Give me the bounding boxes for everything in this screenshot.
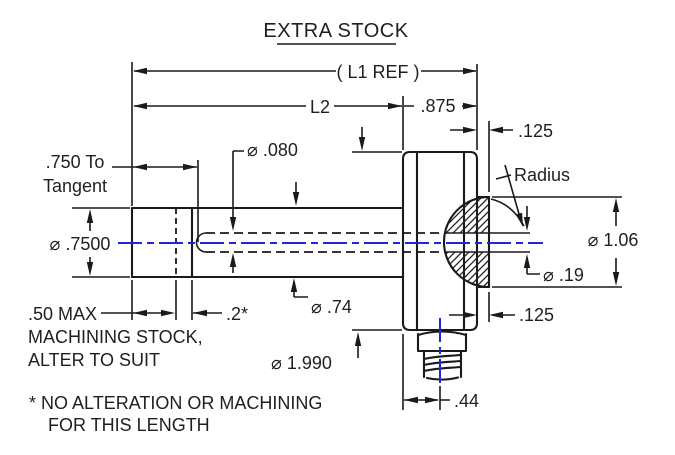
- sphere-steps: [475, 195, 491, 289]
- dim-tangent-label-2: Tangent: [43, 176, 107, 196]
- title-block: EXTRA STOCK: [263, 20, 408, 45]
- drawing-title: EXTRA STOCK: [263, 20, 408, 42]
- footnote-line-1: * NO ALTERATION OR MACHINING: [29, 393, 322, 413]
- dim-50-max-stock: .50 MAX MACHINING STOCK, ALTER TO SUIT: [28, 280, 203, 370]
- dim-125-bottom-label: .125: [519, 305, 554, 325]
- head-corner-tangent-lines: [415, 151, 466, 331]
- dim-44: .44: [402, 334, 479, 411]
- dim-dia-1990: ⌀ 1.990: [271, 127, 402, 373]
- dim-tangent-label-1: .750 To: [46, 152, 105, 172]
- dim-dia-1990-label: ⌀ 1.990: [271, 353, 332, 373]
- sphere-arc: [442, 195, 491, 289]
- hidden-hole-lines: [195, 232, 445, 253]
- dim-2star-label: .2*: [226, 304, 248, 324]
- dim-dia-106: ⌀ 1.06: [492, 196, 639, 288]
- dim-dia-74-label: ⌀ .74: [311, 297, 352, 317]
- dim-dia-7500: ⌀ .7500: [50, 207, 130, 278]
- dim-dia-7500-label: ⌀ .7500: [50, 234, 111, 254]
- dim-dia-19: ⌀ .19: [523, 206, 584, 285]
- stock-note-line-2: MACHINING STOCK,: [28, 327, 203, 347]
- thread-coils: [422, 353, 463, 381]
- dim-l1-ref: ( L1 REF ): [131, 62, 478, 206]
- cross-hole-edges: [445, 232, 530, 253]
- dim-dia-080: ⌀ .080: [229, 140, 298, 273]
- dim-875-label: .875: [420, 96, 455, 116]
- dim-2star: .2*: [193, 304, 248, 324]
- ball-radius-section: [442, 195, 530, 289]
- dim-875: .875: [404, 96, 477, 116]
- drill-tip-arc: [195, 232, 207, 253]
- dim-44-label: .44: [454, 391, 479, 411]
- dim-radius-callout: Radius: [490, 164, 570, 227]
- dim-125-top-label: .125: [518, 121, 553, 141]
- dim-dia-080-label: ⌀ .080: [247, 140, 298, 160]
- dim-l2-label: L2: [310, 97, 330, 117]
- footnote: * NO ALTERATION OR MACHINING FOR THIS LE…: [29, 393, 322, 435]
- dim-125-top: .125: [450, 121, 553, 192]
- hatch-lower: [444, 251, 489, 288]
- dim-750-tangent: .750 To Tangent: [43, 152, 199, 242]
- dim-dia-74: ⌀ .74: [290, 182, 352, 317]
- hatch-upper: [444, 197, 489, 234]
- head-outline: [401, 150, 479, 332]
- dim-125-bottom: .125: [449, 292, 554, 325]
- stock-note-line-3: ALTER TO SUIT: [28, 350, 160, 370]
- dim-l2: L2: [133, 96, 404, 150]
- dim-l1-label: ( L1 REF ): [336, 62, 419, 82]
- dim-dia-19-label: ⌀ .19: [543, 265, 584, 285]
- stock-note-line-1: .50 MAX: [28, 304, 97, 324]
- footnote-line-2: FOR THIS LENGTH: [48, 415, 210, 435]
- radius-label: Radius: [514, 165, 570, 185]
- threaded-stub: [416, 330, 468, 381]
- dim-dia-106-label: ⌀ 1.06: [588, 230, 639, 250]
